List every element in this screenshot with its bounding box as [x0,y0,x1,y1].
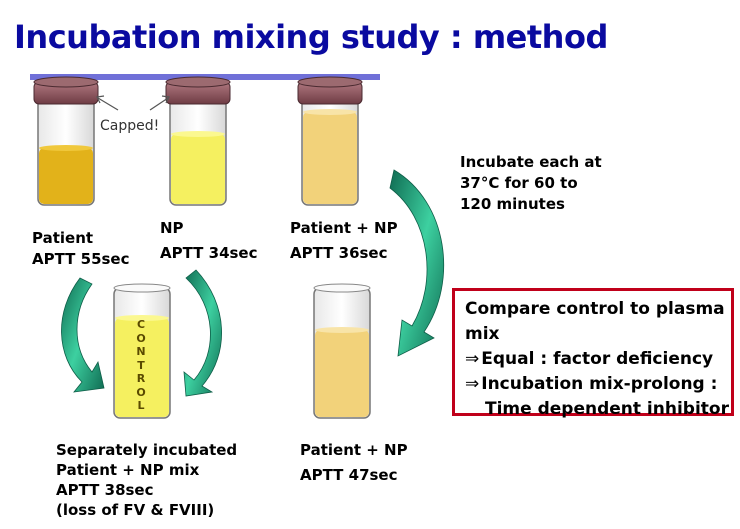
tube-patient-np-incubated [313,283,371,419]
compare-line-3: ⇒ Equal : factor deficiency [465,347,721,372]
separately-line-2: Patient + NP mix [56,461,200,479]
tube-control [113,283,171,419]
control-letter: O [136,385,146,399]
compare-line-5: Time dependent inhibitor [485,399,729,419]
arrow-incubate [389,169,445,357]
separately-incubated-label: Separately incubated Patient + NP mix AP… [56,440,237,520]
label-incubated-name: Patient + NP [300,441,408,459]
control-letter: L [137,399,145,412]
incubate-note: Incubate each at 37°C for 60 to 120 minu… [460,152,602,215]
control-letters: C O N T R O L [134,318,148,413]
control-letter: T [137,358,145,372]
compare-line-3-text: Equal : factor deficiency [481,349,714,369]
tube-incubated-liquid [315,330,369,417]
capped-label: Capped! [100,118,160,134]
tube-np-liquid [171,134,225,204]
label-patient-np-aptt: APTT 36sec [290,244,388,262]
control-letter: N [136,345,146,358]
tube-patient-liquid [39,148,93,204]
implies-icon: ⇒ [465,349,480,369]
tube-patient-np-liquid [303,112,357,204]
label-np-name: NP [160,219,184,237]
arrow-np-to-control [183,269,222,397]
control-letter: C [136,318,146,331]
incubate-note-line-3: 120 minutes [460,195,565,213]
label-patient-name: Patient [32,229,94,247]
incubate-note-line-2: 37°C for 60 to [460,174,578,192]
incubate-note-line-1: Incubate each at [460,153,602,171]
label-np: NP APTT 34sec [160,218,258,264]
separately-line-1: Separately incubated [56,441,238,459]
control-letter: O [136,331,146,345]
label-patient-np-incubated: Patient + NP APTT 47sec [300,440,408,486]
label-patient-np: Patient + NP APTT 36sec [290,218,398,264]
tube-patient-np [297,76,363,206]
tube-control-liquid [115,318,169,417]
label-incubated-aptt: APTT 47sec [300,466,398,484]
arrow-patient-to-control [61,277,105,393]
compare-box: Compare control to plasma mix ⇒ Equal : … [452,288,734,419]
implies-icon: ⇒ [465,374,480,394]
tube-patient [33,76,99,206]
capped-arrows [96,95,170,111]
control-letter: R [136,372,146,385]
compare-line-4: ⇒ Incubation mix-prolong : [465,372,721,397]
label-patient: Patient APTT 55sec [32,228,130,270]
compare-line-2: mix [465,324,500,344]
label-np-aptt: APTT 34sec [160,244,258,262]
label-patient-aptt: APTT 55sec [32,250,130,268]
label-patient-np-name: Patient + NP [290,219,398,237]
compare-line-4-text: Incubation mix-prolong : [481,374,718,394]
compare-line-1: Compare control to plasma [465,299,725,319]
page-title: Incubation mixing study : method [14,18,608,56]
separately-line-3: APTT 38sec [56,481,154,499]
separately-line-4: (loss of FV & FVIII) [56,501,215,519]
tube-np [165,76,231,206]
